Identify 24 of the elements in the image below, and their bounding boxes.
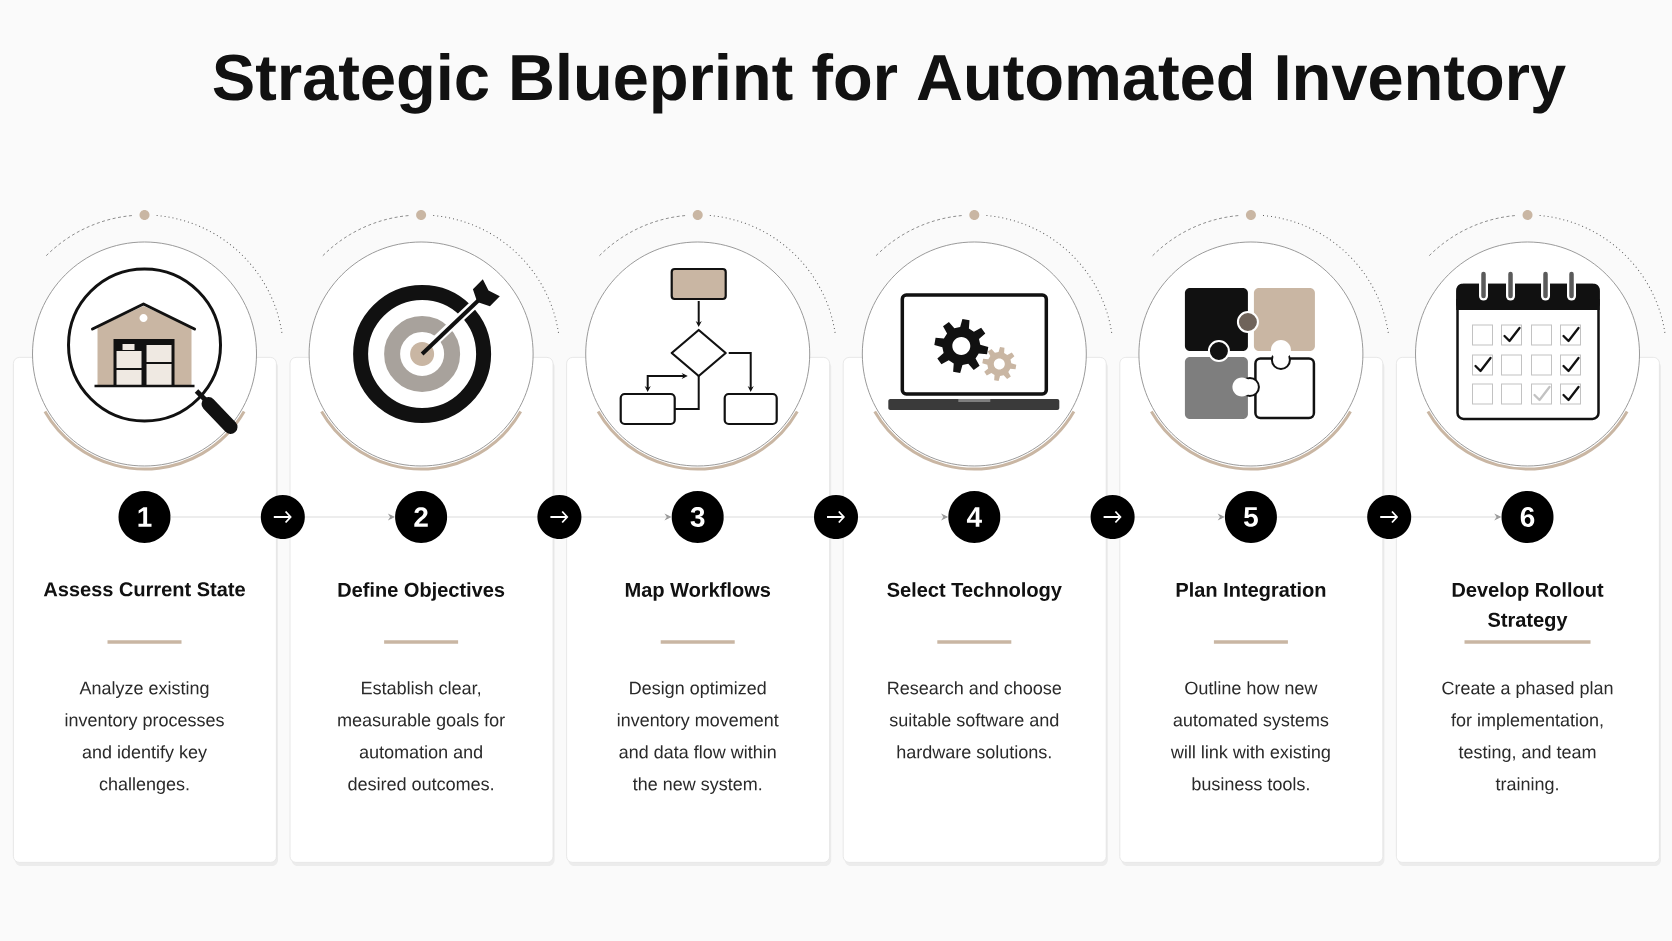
- step-description: Establish clear, measurable goals for automation and desired outcomes.: [338, 681, 505, 791]
- step-description: Analyze existing inventory processes and identify key challenges.: [65, 681, 224, 794]
- step-title: Map Workflows: [625, 582, 771, 601]
- step-number: 5: [1224, 491, 1277, 543]
- title: Strategic Blueprint for Automated Inventory: [213, 52, 1566, 114]
- arrow: [1000, 495, 1225, 539]
- step-title: Develop Rollout Strategy: [1452, 582, 1604, 631]
- step-title: Assess Current State: [43, 582, 245, 597]
- step-number: 1: [118, 491, 171, 543]
- step-number: 2: [395, 491, 448, 543]
- step-number: 3: [671, 491, 724, 543]
- step-description: Create a phased plan for implementation, testing, and team training.: [1442, 681, 1613, 794]
- step-title: Select Technology: [887, 582, 1062, 601]
- step-title: Define Objectives: [338, 582, 505, 601]
- arrow: [1276, 495, 1501, 539]
- arrow: [446, 495, 671, 539]
- step-description: Research and choose suitable software and hardware solutions.: [888, 681, 1061, 759]
- arrow: [170, 495, 395, 539]
- step-number: 6: [1501, 491, 1554, 543]
- step-description: Outline how new automated systems will link with existing business tools.: [1170, 681, 1330, 791]
- step-description: Design optimized inventory movement and data flow within the new system.: [617, 681, 779, 794]
- step-title: Plan Integration: [1176, 582, 1326, 601]
- step-number: 4: [948, 491, 1001, 543]
- arrow: [723, 495, 948, 539]
